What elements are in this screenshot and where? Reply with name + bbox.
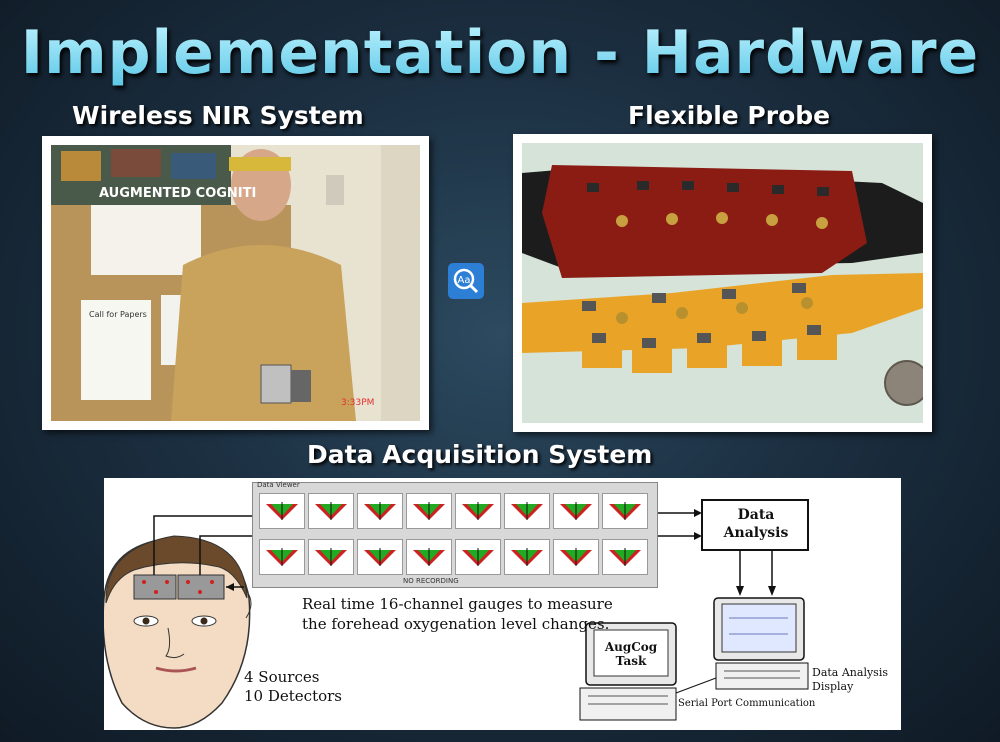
- wireless-nir-photo: AUGMENTED COGNITI Call for Papers 3:33PM: [51, 145, 420, 421]
- gauge-channel: [455, 493, 501, 529]
- gauge-channel: [308, 539, 354, 575]
- data-analysis-display-label: Data Analysis Display: [812, 666, 888, 693]
- wall-banner-text: AUGMENTED COGNITI: [99, 186, 256, 201]
- gauge-description: Real time 16-channel gauges to measure t…: [302, 595, 613, 633]
- gauge-channel: [259, 493, 305, 529]
- bottom-caption: Data Acquisition System: [307, 440, 653, 469]
- gauge-channel: [406, 539, 452, 575]
- data-acquisition-diagram: Data Viewer NO RECORDING Real time 16-ch…: [104, 478, 901, 730]
- data-analysis-box-label: Data Analysis: [723, 507, 789, 541]
- serial-port-label: Serial Port Communication: [678, 698, 816, 709]
- left-caption: Wireless NIR System: [72, 101, 364, 130]
- wireless-nir-photo-frame: AUGMENTED COGNITI Call for Papers 3:33PM: [42, 136, 429, 430]
- gauge-channel: [504, 493, 550, 529]
- slide-title: Implementation - Hardware: [0, 18, 1000, 88]
- gauge-channel: [602, 539, 648, 575]
- gauge-panel-footer: NO RECORDING: [403, 577, 459, 585]
- gauge-channel: [602, 493, 648, 529]
- detectors-label: 10 Detectors: [244, 687, 342, 705]
- gauge-panel-title: Data Viewer: [257, 481, 300, 489]
- gauge-channel: [406, 493, 452, 529]
- poster-text: Call for Papers: [89, 310, 147, 319]
- augcog-task-label: AugCog Task: [604, 640, 658, 668]
- right-caption: Flexible Probe: [628, 101, 831, 130]
- gauge-channel: [308, 493, 354, 529]
- gauge-channel: [259, 539, 305, 575]
- gauge-panel: Data Viewer NO RECORDING: [252, 481, 658, 588]
- gauge-channel: [357, 493, 403, 529]
- search-text-icon[interactable]: Aa: [448, 263, 484, 299]
- sources-label: 4 Sources: [244, 668, 320, 686]
- flexible-probe-photo: [522, 143, 923, 423]
- gauge-channel: [455, 539, 501, 575]
- svg-text:Aa: Aa: [458, 275, 471, 286]
- flexible-probe-photo-frame: [513, 134, 932, 432]
- gauge-channel: [357, 539, 403, 575]
- photo-timestamp: 3:33PM: [341, 398, 374, 408]
- gauge-channel: [553, 539, 599, 575]
- gauge-channel: [553, 493, 599, 529]
- gauge-channel: [504, 539, 550, 575]
